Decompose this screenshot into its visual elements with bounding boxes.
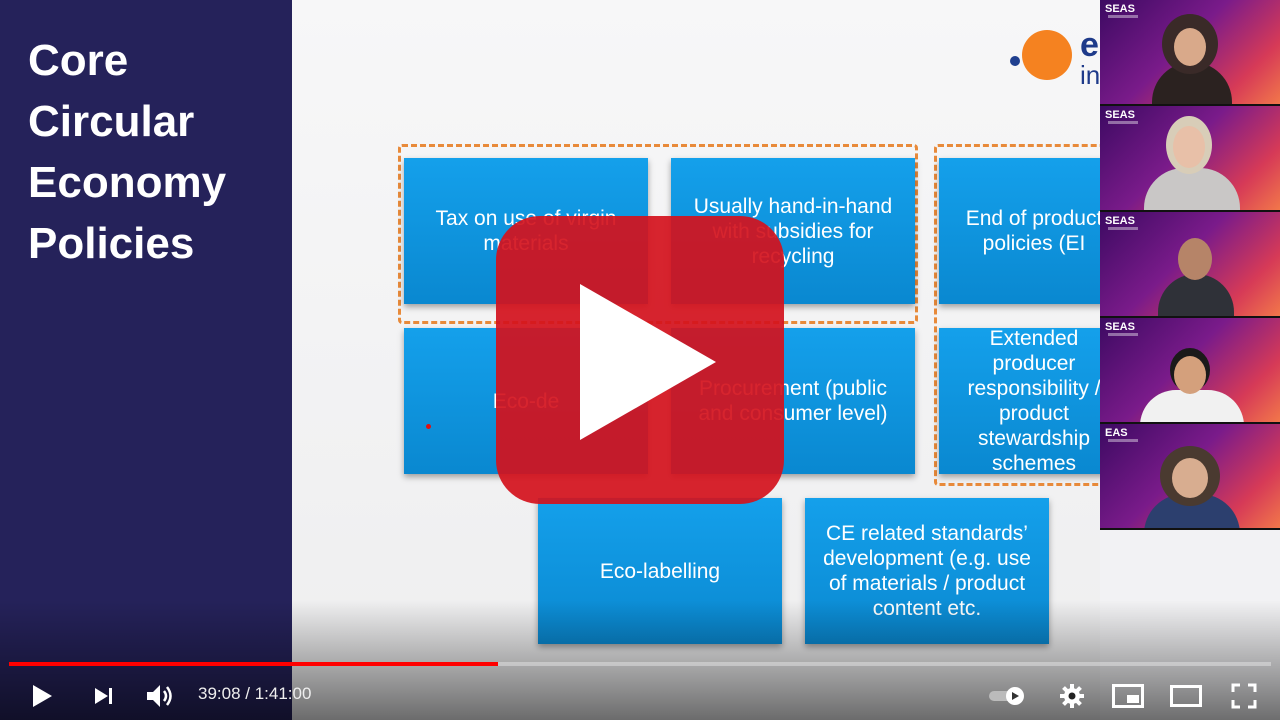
progress-played [9, 662, 499, 666]
participant-tile[interactable]: SEAS [1100, 0, 1280, 106]
participant-face [1174, 356, 1206, 394]
policy-box: Extended producer responsibility / produ… [939, 328, 1129, 474]
slide-title-line: Core [28, 36, 129, 85]
slide-title: Core Circular Economy Policies [28, 30, 278, 274]
logo-text: e [1080, 26, 1099, 64]
theater-mode-icon [1170, 685, 1202, 707]
logo-mark [1022, 30, 1072, 80]
slide-title-line: Circular [28, 97, 195, 146]
time-separator: / [240, 684, 255, 703]
next-button[interactable] [84, 676, 124, 716]
fullscreen-icon [1231, 683, 1257, 709]
skip-next-icon [95, 688, 112, 704]
event-badge: SEAS [1105, 215, 1135, 227]
participant-face [1172, 458, 1208, 498]
badge-underline [1108, 227, 1138, 230]
play-icon [33, 685, 52, 707]
participant-figure [1144, 168, 1240, 210]
youtube-play-icon [496, 216, 784, 504]
autoplay-toggle-icon [989, 687, 1024, 705]
duration: 1:41:00 [254, 684, 312, 703]
policy-box: End of product policies (EI [939, 158, 1129, 304]
participant-tile[interactable]: SEAS [1100, 212, 1280, 318]
participant-face [1178, 238, 1212, 280]
participant-tile[interactable]: SEAS [1100, 106, 1280, 212]
event-badge: SEAS [1105, 3, 1135, 15]
event-badge: SEAS [1105, 109, 1135, 121]
participant-tile[interactable]: EAS [1100, 424, 1280, 530]
progress-bar[interactable] [9, 662, 1271, 666]
mute-button[interactable] [140, 676, 180, 716]
logo-text: in [1080, 60, 1101, 90]
settings-button[interactable] [1052, 676, 1092, 716]
badge-underline [1108, 15, 1138, 18]
miniplayer-icon [1112, 684, 1144, 708]
theater-mode-button[interactable] [1166, 676, 1206, 716]
slide-title-line: Policies [28, 219, 195, 268]
gear-icon [1060, 684, 1084, 708]
participant-strip: SEAS SEAS SEAS SEAS EAS [1100, 0, 1280, 530]
miniplayer-button[interactable] [1108, 676, 1148, 716]
participant-face [1174, 28, 1206, 66]
participant-figure [1158, 274, 1234, 316]
current-time: 39:08 [198, 684, 241, 703]
event-badge: SEAS [1105, 321, 1135, 333]
organization-logo: e in [1010, 26, 1101, 90]
badge-underline [1108, 333, 1138, 336]
laser-pointer [426, 424, 431, 429]
slide-title-line: Economy [28, 158, 227, 207]
time-display: 39:08 / 1:41:00 [198, 684, 311, 704]
badge-underline [1108, 439, 1138, 442]
autoplay-toggle[interactable] [984, 676, 1030, 716]
fullscreen-button[interactable] [1224, 676, 1264, 716]
volume-icon [147, 685, 172, 707]
event-badge: EAS [1105, 427, 1128, 439]
participant-face [1173, 126, 1205, 168]
participant-tile[interactable]: SEAS [1100, 318, 1280, 424]
participant-figure [1140, 390, 1244, 422]
badge-underline [1108, 121, 1138, 124]
large-play-button[interactable] [496, 216, 784, 504]
play-button[interactable] [22, 676, 62, 716]
logo-dot [1010, 56, 1020, 66]
